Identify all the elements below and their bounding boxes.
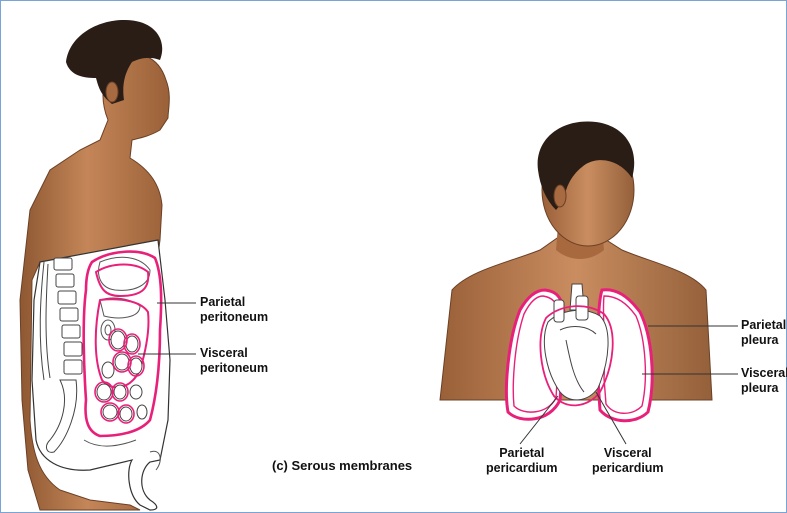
- label-parietal-pericardium: Parietal pericardium: [486, 446, 558, 475]
- label-parietal-peritoneum-line2: peritoneum: [200, 310, 268, 325]
- label-visceral-pericardium-line1: Visceral: [592, 446, 664, 461]
- label-visceral-pleura-line1: Visceral: [741, 366, 787, 381]
- label-visceral-pericardium-line2: pericardium: [592, 461, 664, 476]
- label-visceral-peritoneum-line1: Visceral: [200, 346, 268, 361]
- label-parietal-pleura-line1: Parietal: [741, 318, 786, 333]
- label-visceral-peritoneum-line2: peritoneum: [200, 361, 268, 376]
- label-parietal-pleura-line2: pleura: [741, 333, 786, 348]
- label-parietal-pericardium-line2: pericardium: [486, 461, 558, 476]
- label-parietal-pleura: Parietal pleura: [741, 318, 786, 347]
- front-view-figure: [440, 122, 738, 444]
- label-parietal-peritoneum: Parietal peritoneum: [200, 295, 268, 324]
- front-figure-ear: [554, 185, 566, 207]
- side-figure-ear: [106, 82, 118, 102]
- figure-caption: (c) Serous membranes: [272, 459, 412, 474]
- side-view-figure: [20, 20, 196, 510]
- label-parietal-peritoneum-line1: Parietal: [200, 295, 268, 310]
- label-visceral-peritoneum: Visceral peritoneum: [200, 346, 268, 375]
- label-parietal-pericardium-line1: Parietal: [486, 446, 558, 461]
- label-visceral-pleura: Visceral pleura: [741, 366, 787, 395]
- label-visceral-pericardium: Visceral pericardium: [592, 446, 664, 475]
- label-visceral-pleura-line2: pleura: [741, 381, 787, 396]
